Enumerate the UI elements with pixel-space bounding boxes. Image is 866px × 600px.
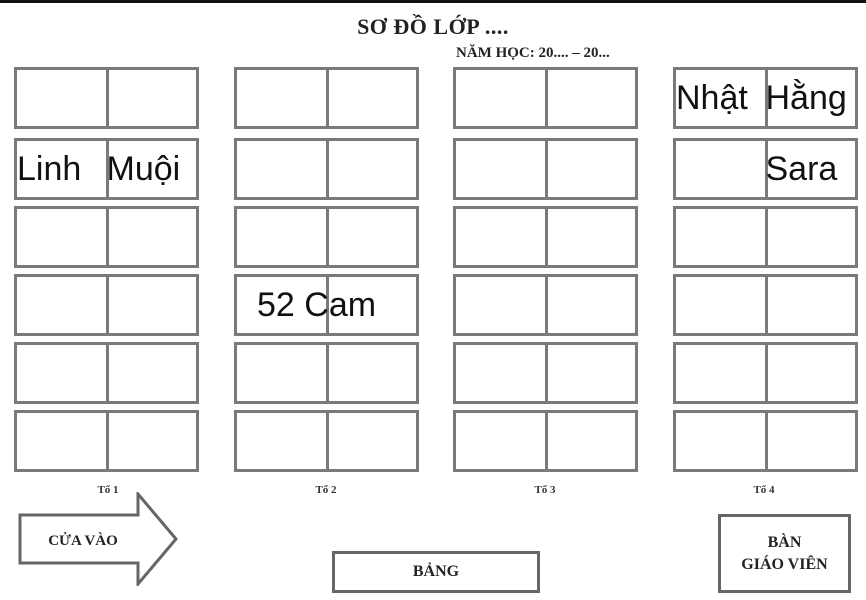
top-border-line (0, 0, 866, 3)
door-arrow-icon (18, 492, 178, 586)
desk-divider (105, 141, 109, 197)
group-label-2: Tổ 2 (315, 484, 337, 496)
desk-divider (764, 141, 768, 197)
desk-group2-row1 (234, 67, 419, 129)
desk-divider (544, 209, 548, 265)
desk-group4-row4 (673, 274, 858, 336)
desk-group4-row1: Nhật Hằng (673, 67, 858, 129)
teacher-desk: BÀN GIÁO VIÊN (718, 514, 851, 593)
group-label-1: Tổ 1 (97, 484, 119, 496)
teacher-desk-line1: BÀN (767, 533, 802, 551)
desk-divider (764, 209, 768, 265)
desk-divider (764, 345, 768, 401)
desk-group1-row5 (14, 342, 199, 404)
desk-group3-row3 (453, 206, 638, 268)
school-year: NĂM HỌC: 20.... – 20... (456, 45, 610, 61)
desk-divider (325, 70, 329, 126)
seat-annotation-52-cam: 52 Cam (257, 286, 377, 324)
desk-group2-row4 (234, 274, 419, 336)
desk-group2-row2 (234, 138, 419, 200)
desk-divider (544, 413, 548, 469)
desk-divider (764, 70, 768, 126)
seat-left-name: Nhật (676, 79, 748, 117)
desk-group3-row6 (453, 410, 638, 472)
desk-divider (544, 70, 548, 126)
group-label-4: Tổ 4 (753, 484, 775, 496)
desk-divider (105, 345, 109, 401)
desk-divider (105, 413, 109, 469)
desk-divider (764, 413, 768, 469)
desk-divider (764, 277, 768, 333)
group-label-3: Tổ 3 (534, 484, 556, 496)
desk-divider (325, 345, 329, 401)
desk-group3-row2 (453, 138, 638, 200)
teacher-desk-line2: GIÁO VIÊN (741, 555, 828, 573)
desk-divider (105, 209, 109, 265)
blackboard-label: BẢNG (412, 563, 460, 580)
blackboard: BẢNG (332, 551, 540, 593)
desk-divider (325, 209, 329, 265)
desk-group1-row2: Linh Muội (14, 138, 199, 200)
page-title: SƠ ĐỒ LỚP .... (357, 14, 509, 39)
desk-group1-row6 (14, 410, 199, 472)
desk-divider (105, 70, 109, 126)
seat-right-name: Hằng (765, 79, 847, 117)
desk-group1-row3 (14, 206, 199, 268)
seat-right-name: Sara (765, 150, 838, 188)
desk-group2-row3 (234, 206, 419, 268)
desk-group2-row6 (234, 410, 419, 472)
desk-group3-row5 (453, 342, 638, 404)
desk-group3-row1 (453, 67, 638, 129)
seat-right-name: Muội (106, 150, 181, 188)
desk-divider (544, 277, 548, 333)
seat-left-name: Linh (17, 150, 82, 188)
desk-group1-row4 (14, 274, 199, 336)
desk-divider (544, 141, 548, 197)
desk-group2-row5 (234, 342, 419, 404)
desk-group1-row1 (14, 67, 199, 129)
desk-divider (325, 413, 329, 469)
desk-group4-row5 (673, 342, 858, 404)
door-label: CỬA VÀO (48, 532, 118, 549)
desk-divider (325, 277, 329, 333)
desk-group4-row6 (673, 410, 858, 472)
desk-group4-row2: Sara (673, 138, 858, 200)
desk-group3-row4 (453, 274, 638, 336)
desk-divider (544, 345, 548, 401)
desk-divider (325, 141, 329, 197)
desk-divider (105, 277, 109, 333)
desk-group4-row3 (673, 206, 858, 268)
